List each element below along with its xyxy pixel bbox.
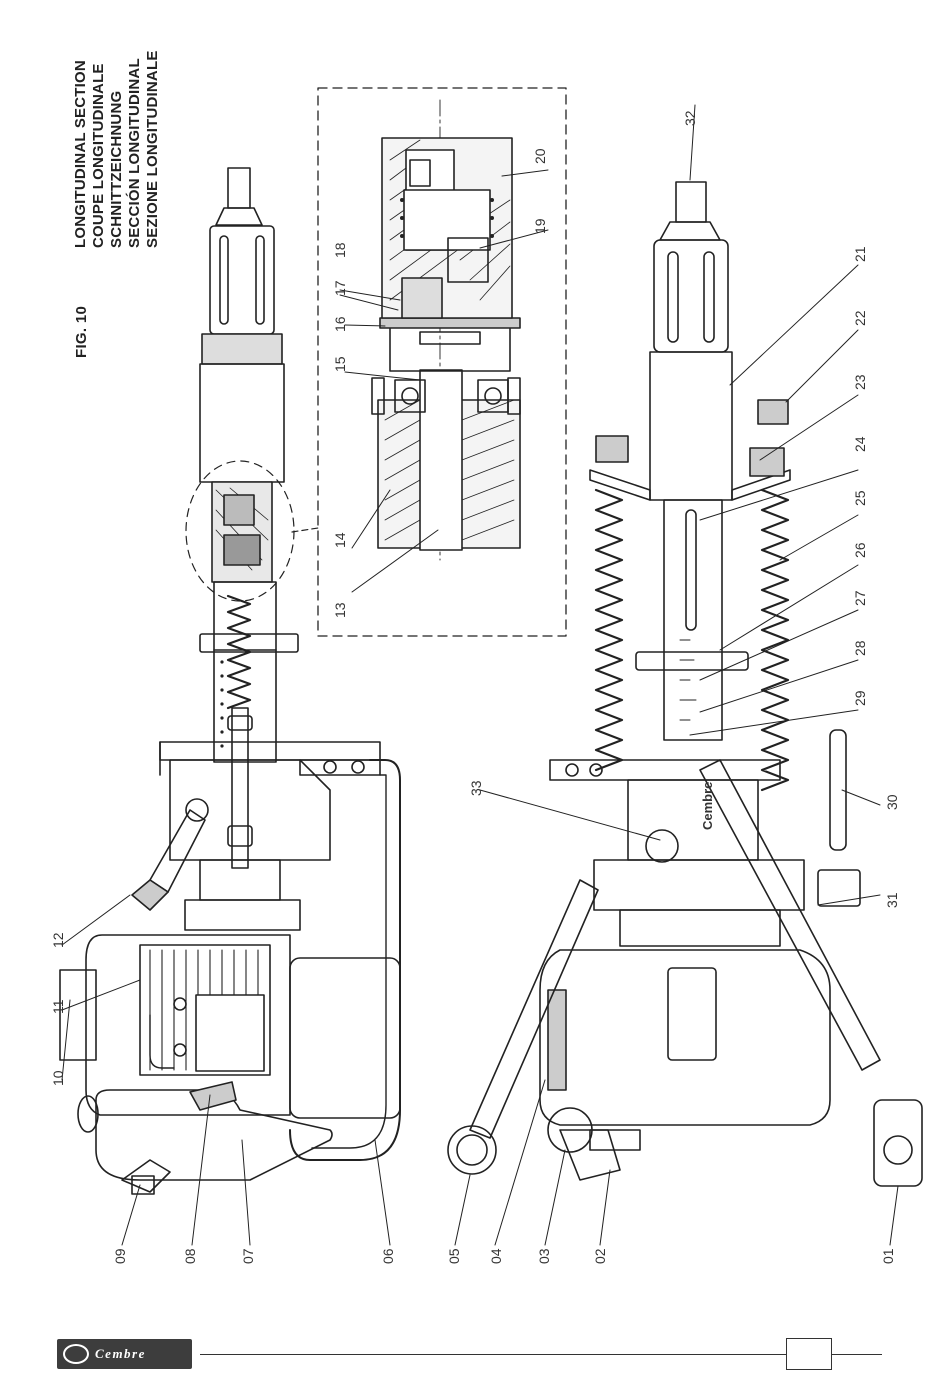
detail-section-box xyxy=(318,88,566,636)
footer-rule xyxy=(200,1354,882,1355)
brand-logo: Cembre xyxy=(57,1339,192,1369)
callout-08: 08 xyxy=(182,1248,198,1264)
callout-16: 16 xyxy=(332,316,348,332)
callout-33: 33 xyxy=(468,780,484,796)
callout-27: 27 xyxy=(852,590,868,606)
callout-29: 29 xyxy=(852,690,868,706)
callout-22: 22 xyxy=(852,310,868,326)
callout-24: 24 xyxy=(852,436,868,452)
callout-21: 21 xyxy=(852,246,868,262)
page-number-box xyxy=(786,1338,832,1370)
callout-25: 25 xyxy=(852,490,868,506)
callout-05: 05 xyxy=(446,1248,462,1264)
callout-32: 32 xyxy=(682,110,698,126)
callout-31: 31 xyxy=(884,892,900,908)
callout-23: 23 xyxy=(852,374,868,390)
housing-brand-label: Cembre xyxy=(700,782,715,830)
callout-30: 30 xyxy=(884,794,900,810)
top-drill-view xyxy=(60,168,400,1245)
callout-13: 13 xyxy=(332,602,348,618)
logo-mark-icon xyxy=(63,1344,89,1364)
callout-04: 04 xyxy=(488,1248,504,1264)
callout-20: 20 xyxy=(532,148,548,164)
callout-06: 06 xyxy=(380,1248,396,1264)
callout-02: 02 xyxy=(592,1248,608,1264)
callout-18: 18 xyxy=(332,242,348,258)
logo-text: Cembre xyxy=(95,1346,146,1361)
callout-28: 28 xyxy=(852,640,868,656)
callout-03: 03 xyxy=(536,1248,552,1264)
callout-19: 19 xyxy=(532,218,548,234)
callout-11: 11 xyxy=(50,999,66,1014)
callout-10: 10 xyxy=(50,1070,66,1086)
callout-12: 12 xyxy=(50,932,66,948)
callout-01: 01 xyxy=(880,1248,896,1264)
callout-07: 07 xyxy=(240,1248,256,1264)
callout-09: 09 xyxy=(112,1248,128,1264)
callout-14: 14 xyxy=(332,532,348,548)
bottom-drill-view xyxy=(448,105,922,1245)
callout-26: 26 xyxy=(852,542,868,558)
callout-15: 15 xyxy=(332,356,348,372)
callout-17: 17 xyxy=(332,280,348,296)
